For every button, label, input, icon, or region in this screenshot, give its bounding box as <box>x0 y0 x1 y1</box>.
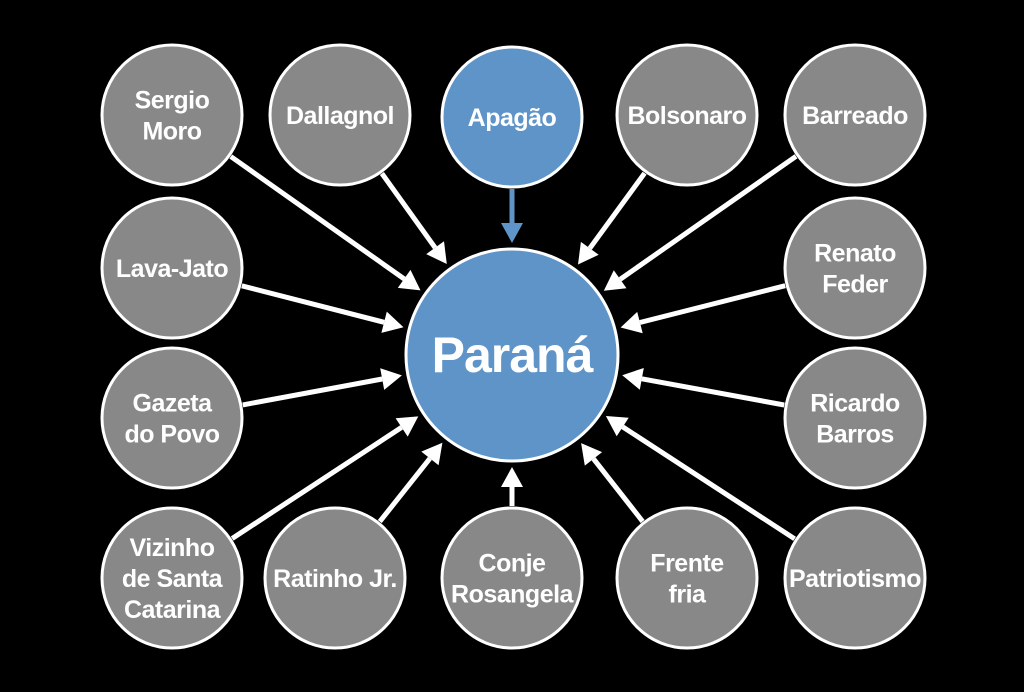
node-dallagnol: Dallagnol <box>268 43 412 187</box>
node-frente-fria-circle <box>615 506 759 650</box>
node-vizinho-de-santa-catarina-label-line: Catarina <box>124 596 222 624</box>
center-node: Paraná <box>404 247 620 463</box>
node-barreado: Barreado <box>783 43 927 187</box>
node-patriotismo: Patriotismo <box>783 506 927 650</box>
arrow-gazeta-do-povo-shaft <box>242 376 383 408</box>
node-bolsonaro: Bolsonaro <box>615 43 759 187</box>
node-barreado-label-line: Barreado <box>802 102 908 130</box>
node-gazeta-do-povo: Gazeta do Povo <box>100 346 244 490</box>
arrow-gazeta-do-povo-head <box>380 368 402 390</box>
node-renato-feder-label-line: Feder <box>822 271 888 299</box>
arrow-vizinho-de-santa-catarina-shaft <box>230 425 403 541</box>
node-conje-rosangela-label-line: Rosangela <box>451 581 575 609</box>
node-lava-jato-label-line: Lava-Jato <box>116 255 228 283</box>
arrow-apagao-head <box>501 223 523 243</box>
node-dallagnol-label-line: Dallagnol <box>286 102 394 130</box>
node-dallagnol-circle <box>268 43 412 187</box>
node-apagao-circle <box>440 45 584 189</box>
arrow-barreado-shaft <box>618 154 798 282</box>
arrow-lava-jato-head <box>381 311 404 333</box>
node-renato-feder-circle <box>783 196 927 340</box>
arrow-lava-jato-shaft <box>241 283 385 325</box>
arrow-barreado-head <box>603 270 627 291</box>
arrow-bolsonaro-shaft <box>587 171 647 250</box>
arrow-sergio-moro-head <box>397 269 421 291</box>
node-ratinho-jr: Ratinho Jr. <box>263 506 407 650</box>
node-patriotismo-label-line: Patriotismo <box>789 565 921 593</box>
arrow-conje-rosangela-head <box>501 467 523 487</box>
node-frente-fria: Frente fria <box>615 506 759 650</box>
node-vizinho-de-santa-catarina-label-line: Vizinho <box>130 534 215 562</box>
arrow-frente-fria-head <box>581 443 603 466</box>
node-bolsonaro-circle <box>615 43 759 187</box>
node-frente-fria-label-line: fria <box>669 581 708 609</box>
arrow-vizinho-de-santa-catarina-head <box>395 416 419 437</box>
node-patriotismo-circle <box>783 506 927 650</box>
node-ratinho-jr-label-line: Ratinho Jr. <box>273 565 397 593</box>
arrow-renato-feder-head <box>620 311 643 334</box>
node-sergio-moro-circle <box>100 43 244 187</box>
arrow-ratinho-jr-head <box>421 442 443 466</box>
arrow-dallagnol-head <box>426 241 447 264</box>
node-barreado-circle <box>783 43 927 187</box>
node-frente-fria-label-line: Frente <box>650 550 724 578</box>
arrow-renato-feder-shaft <box>639 283 786 325</box>
arrow-sergio-moro-shaft <box>229 154 406 281</box>
arrows-layer <box>229 154 798 541</box>
node-conje-rosangela-circle <box>440 506 584 650</box>
node-ricardo-barros-circle <box>783 346 927 490</box>
node-lava-jato-circle <box>100 196 244 340</box>
arrow-patriotismo-shaft <box>621 424 796 541</box>
node-vizinho-de-santa-catarina-circle <box>100 506 244 650</box>
node-sergio-moro-label-line: Moro <box>142 118 201 146</box>
node-gazeta-do-povo-circle <box>100 346 244 490</box>
node-bolsonaro-label-line: Bolsonaro <box>627 102 746 130</box>
center-label: Paraná <box>432 327 594 383</box>
node-ricardo-barros-label-line: Ricardo <box>810 390 900 418</box>
node-conje-rosangela-label-line: Conje <box>479 550 547 578</box>
node-sergio-moro-label-line: Sergio <box>135 87 210 115</box>
node-gazeta-do-povo-label-line: do Povo <box>124 421 219 449</box>
node-apagao-label-line: Apagão <box>468 104 557 132</box>
arrow-ricardo-barros-head <box>622 368 644 390</box>
arrow-dallagnol-shaft <box>379 172 438 250</box>
node-renato-feder-label-line: Renato <box>814 240 896 268</box>
node-gazeta-do-povo-label-line: Gazeta <box>133 390 214 418</box>
node-ricardo-barros-label-line: Barros <box>816 421 894 449</box>
arrow-patriotismo-head <box>605 416 629 437</box>
node-apagao: Apagão <box>440 45 584 189</box>
node-lava-jato: Lava-Jato <box>100 196 244 340</box>
node-vizinho-de-santa-catarina-label-line: de Santa <box>122 565 224 593</box>
arrow-bolsonaro-head <box>578 241 599 265</box>
center-circle <box>404 247 620 463</box>
arrow-ratinho-jr-shaft <box>377 456 432 524</box>
node-ratinho-jr-circle <box>263 506 407 650</box>
arrow-ricardo-barros-shaft <box>641 376 785 408</box>
arrow-frente-fria-shaft <box>591 457 645 523</box>
